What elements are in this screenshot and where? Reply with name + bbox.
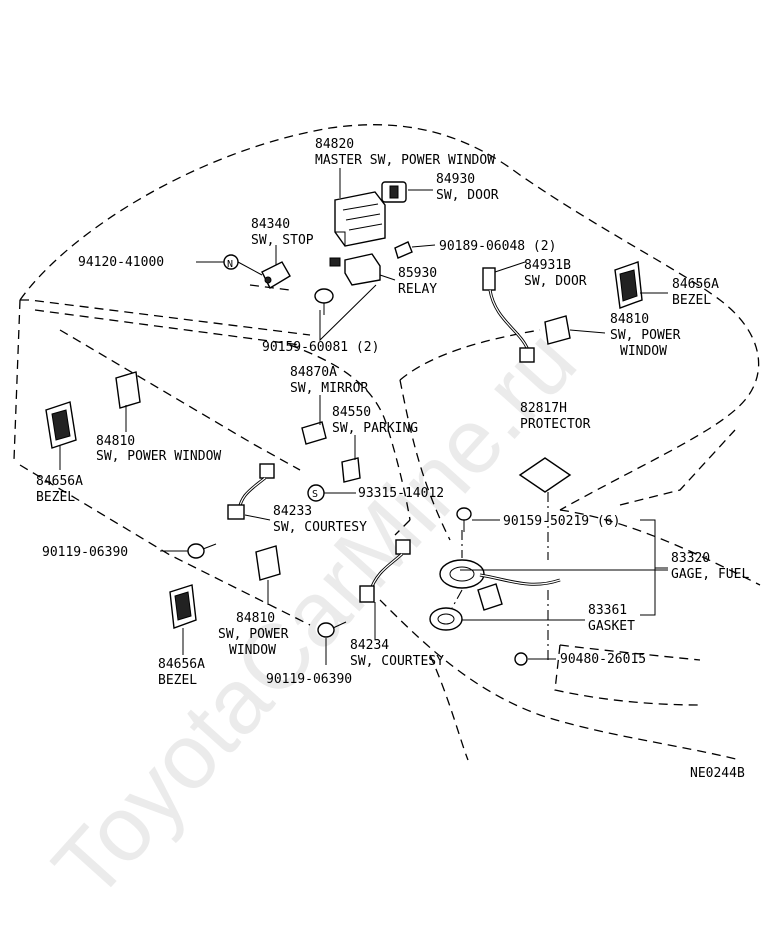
- power-window-switch-icon: [544, 315, 571, 345]
- label-84820-name: MASTER SW, POWER WINDOW: [315, 153, 495, 168]
- label-84810-left-number: 84810: [96, 434, 135, 449]
- fuel-gage-icon: [439, 559, 561, 611]
- nut-icon: N: [223, 254, 239, 270]
- label-82817h-number: 82817H: [520, 401, 567, 416]
- screw-fuel-icon: [456, 507, 472, 532]
- label-84656a-center-number: 84656A: [158, 657, 205, 672]
- label-83361-number: 83361: [588, 603, 627, 618]
- grommet-icon: S: [307, 484, 325, 502]
- courtesy-switch-wire-icon: [227, 463, 275, 520]
- courtesy-switch-right-icon: [359, 539, 411, 603]
- relay-icon: [329, 253, 381, 286]
- label-85930-number: 85930: [398, 266, 437, 281]
- label-84234-number: 84234: [350, 638, 389, 653]
- part-labels: 84820 MASTER SW, POWER WINDOW 84930 SW, …: [36, 137, 749, 781]
- label-84340-name: SW, STOP: [251, 233, 314, 248]
- power-window-switch-center-icon: [255, 545, 281, 581]
- label-84810-right-number: 84810: [610, 312, 649, 327]
- label-83320-number: 83320: [671, 551, 710, 566]
- label-93315: 93315-14012: [358, 486, 444, 501]
- label-84550-number: 84550: [332, 405, 371, 420]
- label-84810-center-name2: WINDOW: [229, 643, 276, 658]
- master-power-window-switch-icon: [334, 191, 386, 247]
- label-84656a-right-number: 84656A: [672, 277, 719, 292]
- stop-switch-icon: [261, 261, 291, 289]
- label-84234-name: SW, COURTESY: [350, 654, 444, 669]
- label-84930-name: SW, DOOR: [436, 188, 499, 203]
- label-82817h-name: PROTECTOR: [520, 417, 591, 432]
- diagram-code: NE0244B: [690, 766, 745, 781]
- bolt-right-icon: [317, 621, 347, 638]
- label-84870a-number: 84870A: [290, 365, 337, 380]
- label-90119-left: 90119-06390: [42, 545, 128, 560]
- label-83361-name: GASKET: [588, 619, 635, 634]
- label-84656a-left-name: BEZEL: [36, 490, 75, 505]
- label-85930-name: RELAY: [398, 282, 437, 297]
- screw-icon: [314, 288, 334, 315]
- label-94120: 94120-41000: [78, 255, 164, 270]
- label-84340-number: 84340: [251, 217, 290, 232]
- label-84930-number: 84930: [436, 172, 475, 187]
- bezel-left-icon: [45, 401, 77, 449]
- gasket-icon: [429, 607, 463, 631]
- clip-icon: [394, 241, 413, 259]
- door-switch-icon: [381, 181, 407, 203]
- label-90159-50219: 90159-50219 (6): [503, 514, 620, 529]
- mirror-switch-icon: [301, 421, 327, 445]
- bezel-icon: [614, 261, 643, 309]
- label-84656a-right-name: BEZEL: [672, 293, 711, 308]
- watermark: ToyotaCarMine.ru: [34, 311, 596, 919]
- label-84931b-name: SW, DOOR: [524, 274, 587, 289]
- label-84931b-number: 84931B: [524, 258, 571, 273]
- protector-icon: [518, 457, 572, 493]
- label-84810-right-name2: WINDOW: [620, 344, 667, 359]
- svg-text:S: S: [312, 489, 318, 500]
- vehicle-body-outline: [13, 124, 761, 761]
- label-84870a-name: SW, MIRROR: [290, 381, 368, 396]
- bezel-center-icon: [169, 584, 197, 629]
- parking-switch-icon: [341, 457, 361, 483]
- label-84550-name: SW, PARKING: [332, 421, 418, 436]
- label-83320-name: GAGE, FUEL: [671, 567, 749, 582]
- label-90119-right: 90119-06390: [266, 672, 352, 687]
- bolt-icon: [187, 543, 217, 559]
- label-84656a-center-name: BEZEL: [158, 673, 197, 688]
- label-90480: 90480-26015: [560, 652, 646, 667]
- label-84233-number: 84233: [273, 504, 312, 519]
- label-84656a-left-number: 84656A: [36, 474, 83, 489]
- svg-text:N: N: [227, 259, 233, 270]
- label-84233-name: SW, COURTESY: [273, 520, 367, 535]
- label-90159-60081: 90159-60081 (2): [262, 340, 379, 355]
- fuel-clip-icon: [514, 652, 528, 666]
- label-84810-center-number: 84810: [236, 611, 275, 626]
- label-84820-number: 84820: [315, 137, 354, 152]
- label-84810-left-name: SW, POWER WINDOW: [96, 449, 221, 464]
- door-switch-wire-icon: [482, 267, 535, 363]
- power-window-switch-left-icon: [115, 371, 141, 409]
- label-90189: 90189-06048 (2): [439, 239, 556, 254]
- label-84810-right-name1: SW, POWER: [610, 328, 681, 343]
- label-84810-center-name1: SW, POWER: [218, 627, 289, 642]
- leader-lines: [59, 168, 668, 665]
